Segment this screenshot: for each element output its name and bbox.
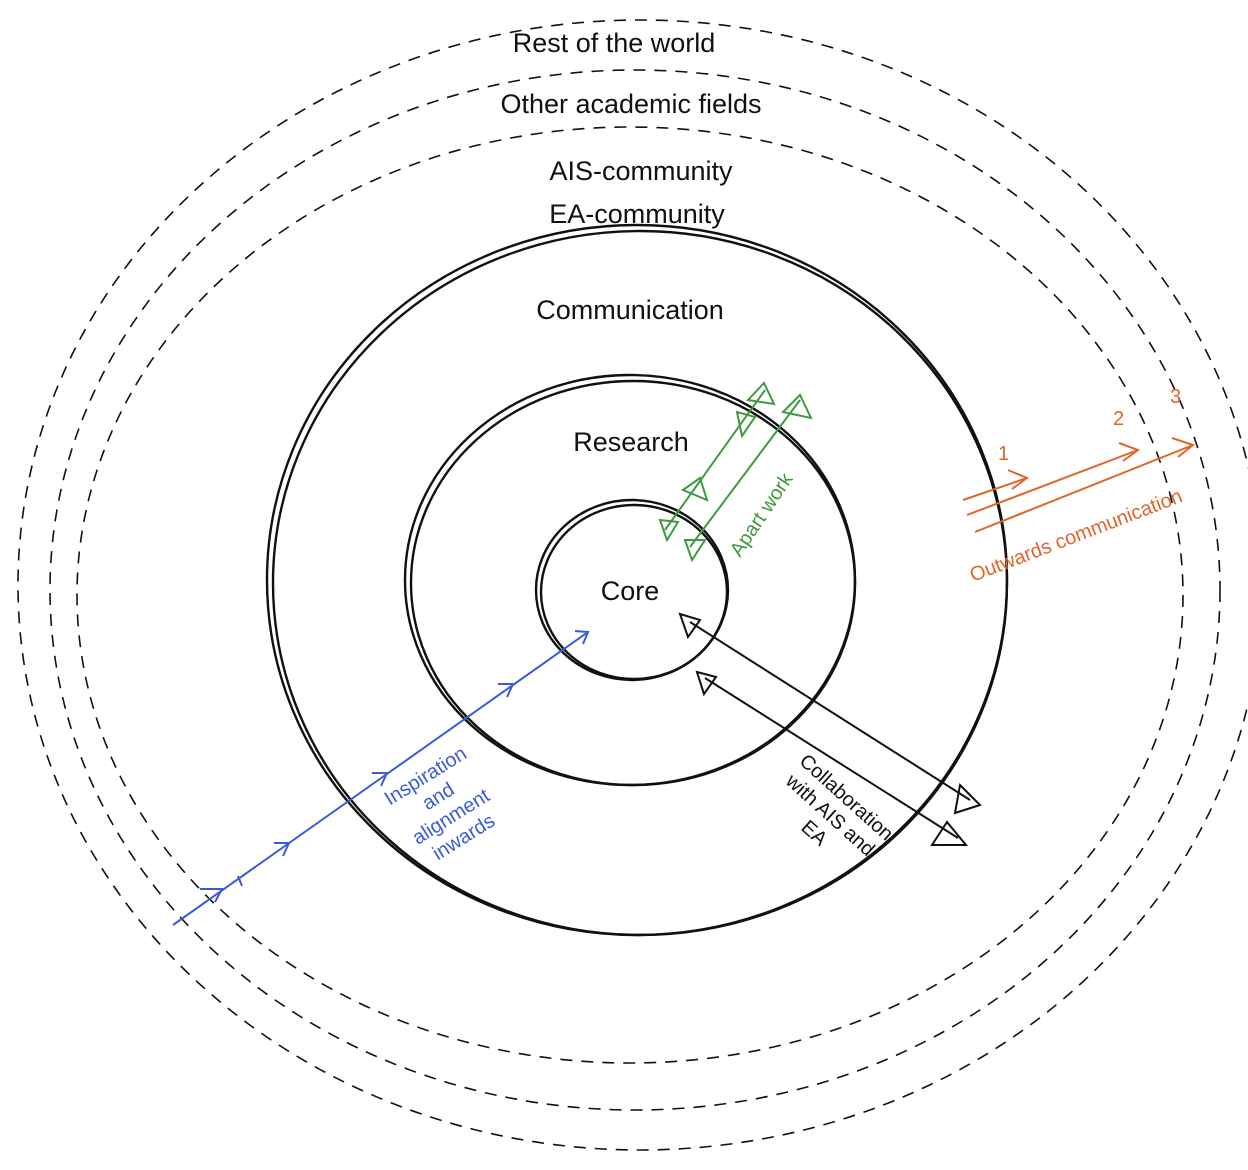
outwards-step-1: 1: [998, 443, 1009, 465]
ea-community-label: EA-community: [549, 199, 725, 229]
collaboration-label: Collaboration with AIS and EA: [781, 750, 898, 861]
core-label: Core: [601, 576, 660, 606]
apart-work-arrows: [658, 381, 813, 563]
outwards-step-3: 3: [1170, 386, 1181, 408]
research-ring-sketch: [409, 379, 857, 787]
research-label: Research: [573, 427, 689, 457]
ais-community-ring: [76, 126, 1184, 1064]
other-fields-label: Other academic fields: [500, 89, 761, 119]
other-fields-ring: [49, 69, 1221, 1111]
rest-of-world-label: Rest of the world: [513, 28, 716, 58]
ais-community-label: AIS-community: [549, 156, 733, 186]
outwards-arrows: [962, 437, 1196, 533]
inspiration-arrow: [172, 630, 590, 926]
communication-ring-sketch: [271, 229, 1009, 937]
core-ring-sketch: [539, 503, 729, 681]
collaboration-arrows: [678, 612, 982, 846]
outwards-label: Outwards communication: [967, 485, 1186, 586]
apart-work-label: Apart work: [726, 468, 798, 560]
communication-label: Communication: [536, 295, 724, 325]
rest-of-world-ring: [17, 19, 1248, 1151]
outwards-step-2: 2: [1113, 408, 1124, 430]
